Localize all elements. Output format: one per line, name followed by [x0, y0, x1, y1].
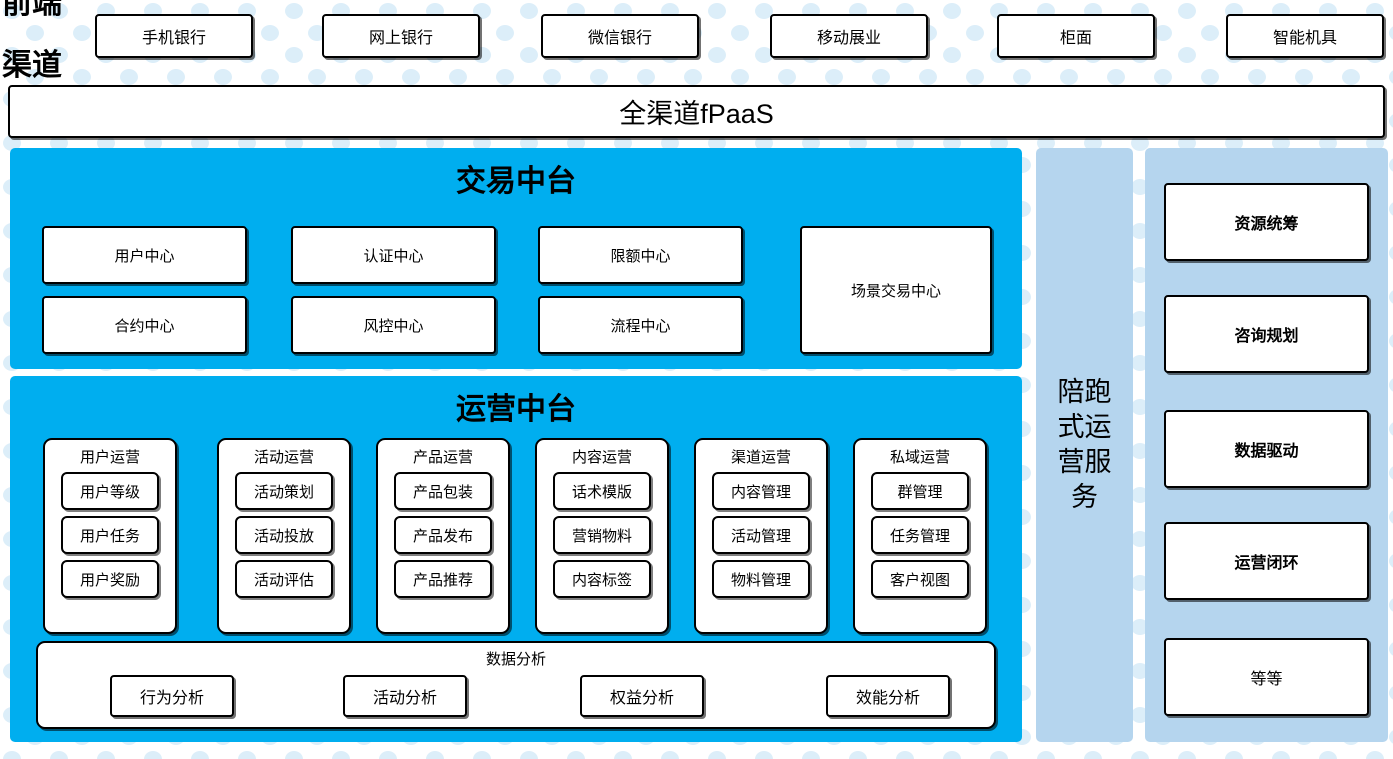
ops-group-title: 活动运营	[253, 449, 314, 466]
channel-box-smart-machine[interactable]: 智能机具	[1226, 14, 1384, 58]
ops-subitem[interactable]: 产品包装	[394, 472, 492, 510]
front-channel-label-line1: 前端	[2, 0, 62, 20]
ops-group-private-domain: 私域运营 群管理 任务管理 客户视图	[853, 438, 987, 634]
analysis-box-behavior[interactable]: 行为分析	[110, 675, 234, 717]
channel-box-wechat-bank[interactable]: 微信银行	[541, 14, 699, 58]
capability-box-ops-loop[interactable]: 运营闭环	[1164, 522, 1369, 600]
ops-subitem[interactable]: 用户奖励	[61, 560, 159, 598]
channel-label: 智能机具	[1272, 30, 1337, 47]
trade-box-contract-center[interactable]: 合约中心	[42, 296, 247, 354]
trade-box-label: 限额中心	[610, 247, 671, 265]
analysis-box-benefit[interactable]: 权益分析	[580, 675, 704, 717]
trade-box-risk-center[interactable]: 风控中心	[291, 296, 496, 354]
analysis-box-efficiency[interactable]: 效能分析	[826, 675, 950, 717]
trade-platform-panel: 交易中台 用户中心 认证中心 限额中心 合约中心 风控中心 流程中心 场景交易中…	[10, 148, 1022, 369]
trade-box-auth-center[interactable]: 认证中心	[291, 226, 496, 284]
ops-group-campaign: 活动运营 活动策划 活动投放 活动评估	[217, 438, 351, 634]
capability-label: 资源统筹	[1234, 216, 1299, 233]
ops-subitem[interactable]: 活动评估	[235, 560, 333, 598]
ops-subitem[interactable]: 话术模版	[553, 472, 651, 510]
trade-box-label: 认证中心	[363, 247, 424, 265]
analysis-label: 行为分析	[139, 690, 204, 707]
channel-label: 柜面	[1059, 30, 1092, 47]
right-capability-panel: 资源统筹 咨询规划 数据驱动 运营闭环 等等	[1145, 148, 1388, 742]
ops-group-channel: 渠道运营 内容管理 活动管理 物料管理	[694, 438, 828, 634]
trade-box-scene-trade-center[interactable]: 场景交易中心	[800, 226, 992, 354]
capability-box-consulting[interactable]: 咨询规划	[1164, 295, 1369, 373]
trade-box-label: 用户中心	[114, 247, 175, 265]
analysis-box-campaign[interactable]: 活动分析	[343, 675, 467, 717]
analysis-label: 权益分析	[609, 690, 674, 707]
channel-box-counter[interactable]: 柜面	[997, 14, 1155, 58]
front-channel-label-line2: 渠道	[2, 48, 62, 82]
service-column-label: 陪跑 式运 营服 务	[1036, 375, 1133, 515]
channel-label: 移动展业	[816, 30, 881, 47]
channel-label: 网上银行	[368, 30, 433, 47]
ops-group-user: 用户运营 用户等级 用户任务 用户奖励	[43, 438, 177, 634]
ops-subitem[interactable]: 客户视图	[871, 560, 969, 598]
trade-box-label: 场景交易中心	[850, 282, 941, 300]
ops-subitem[interactable]: 用户等级	[61, 472, 159, 510]
data-analysis-title: 数据分析	[485, 651, 546, 668]
ops-subitem[interactable]: 群管理	[871, 472, 969, 510]
ops-group-product: 产品运营 产品包装 产品发布 产品推荐	[376, 438, 510, 634]
fpaas-bar[interactable]: 全渠道fPaaS	[8, 85, 1385, 138]
channel-label: 手机银行	[141, 30, 206, 47]
service-label-line4: 务	[1071, 482, 1098, 512]
service-column-panel: 陪跑 式运 营服 务	[1036, 148, 1133, 742]
trade-platform-title: 交易中台	[456, 165, 576, 198]
service-label-line2: 式运	[1057, 412, 1112, 442]
ops-subitem[interactable]: 内容标签	[553, 560, 651, 598]
ops-subitem[interactable]: 活动管理	[712, 516, 810, 554]
ops-subitem[interactable]: 营销物料	[553, 516, 651, 554]
ops-group-content: 内容运营 话术模版 营销物料 内容标签	[535, 438, 669, 634]
analysis-label: 活动分析	[372, 690, 437, 707]
trade-box-user-center[interactable]: 用户中心	[42, 226, 247, 284]
channel-box-mobile-business[interactable]: 移动展业	[770, 14, 928, 58]
ops-subitem[interactable]: 产品推荐	[394, 560, 492, 598]
trade-box-label: 流程中心	[610, 317, 671, 335]
service-label-line3: 营服	[1057, 447, 1112, 477]
service-label-line1: 陪跑	[1057, 377, 1112, 407]
trade-box-label: 风控中心	[363, 317, 424, 335]
ops-subitem[interactable]: 产品发布	[394, 516, 492, 554]
capability-label: 咨询规划	[1234, 328, 1299, 345]
ops-group-title: 内容运营	[571, 449, 632, 466]
channel-box-online-bank[interactable]: 网上银行	[322, 14, 480, 58]
ops-platform-title: 运营中台	[456, 393, 576, 426]
ops-group-title: 产品运营	[412, 449, 473, 466]
ops-group-title: 用户运营	[79, 449, 140, 466]
ops-subitem[interactable]: 物料管理	[712, 560, 810, 598]
capability-box-data-driven[interactable]: 数据驱动	[1164, 410, 1369, 488]
ops-group-title: 私域运营	[889, 449, 950, 466]
capability-label: 等等	[1250, 671, 1283, 688]
ops-subitem[interactable]: 任务管理	[871, 516, 969, 554]
analysis-label: 效能分析	[855, 690, 920, 707]
trade-box-limit-center[interactable]: 限额中心	[538, 226, 743, 284]
fpaas-label: 全渠道fPaaS	[619, 99, 774, 129]
ops-subitem[interactable]: 活动策划	[235, 472, 333, 510]
capability-label: 数据驱动	[1234, 443, 1299, 460]
channel-box-mobile-bank[interactable]: 手机银行	[95, 14, 253, 58]
ops-group-title: 渠道运营	[730, 449, 791, 466]
ops-subitem[interactable]: 活动投放	[235, 516, 333, 554]
front-channel-label: 前端 渠道	[2, 0, 84, 81]
ops-subitem[interactable]: 内容管理	[712, 472, 810, 510]
trade-box-label: 合约中心	[114, 317, 175, 335]
capability-box-resource[interactable]: 资源统筹	[1164, 183, 1369, 261]
data-analysis-card: 数据分析 行为分析 活动分析 权益分析 效能分析	[36, 641, 996, 729]
trade-box-process-center[interactable]: 流程中心	[538, 296, 743, 354]
channel-label: 微信银行	[587, 30, 652, 47]
ops-subitem[interactable]: 用户任务	[61, 516, 159, 554]
capability-label: 运营闭环	[1234, 555, 1299, 572]
capability-box-etc[interactable]: 等等	[1164, 638, 1369, 716]
